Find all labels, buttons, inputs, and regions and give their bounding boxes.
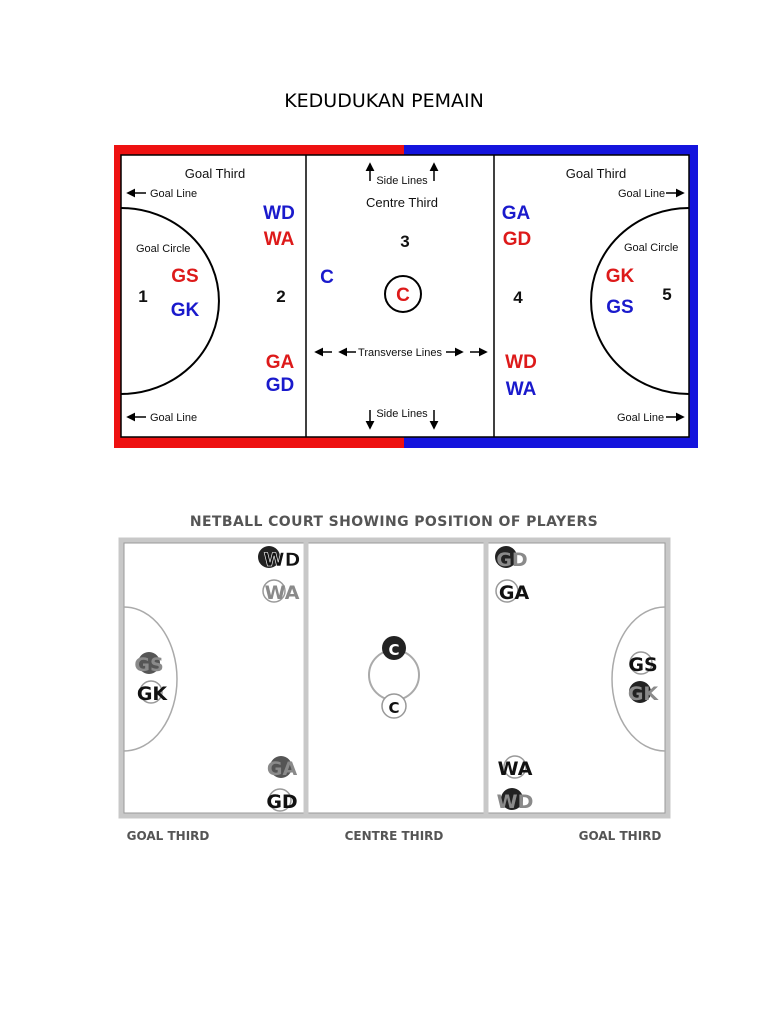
token-wd-right xyxy=(501,788,523,810)
court2-tokens xyxy=(138,546,653,812)
court2-player-gk-right: GK xyxy=(628,683,660,705)
side-lines-bottom-label: Side Lines xyxy=(376,408,428,420)
court2-player-c-bottom: C xyxy=(388,699,399,717)
goal-circle-left-label: Goal Circle xyxy=(136,243,190,255)
player-c-left: C xyxy=(320,267,334,288)
court-surface xyxy=(120,154,690,438)
token-wa-left xyxy=(262,579,286,603)
court-colored: Goal Third Goal Third Centre Third Side … xyxy=(114,145,698,448)
player-ga-right: GA xyxy=(502,203,531,224)
token-ga-left xyxy=(270,756,292,778)
court2-player-gd-left: GD xyxy=(266,791,297,813)
court2-frame xyxy=(118,537,671,819)
goal-circle-left xyxy=(120,207,220,395)
court2-player-c-top: C xyxy=(388,641,399,659)
footer-goal-third-left: GOAL THIRD xyxy=(127,829,210,843)
goal-line-top-left-label: Goal Line xyxy=(150,188,197,200)
zone-1: 1 xyxy=(138,287,147,306)
player-gs-right: GS xyxy=(606,297,633,318)
court2-goal-circle-right xyxy=(611,606,666,752)
footer-centre-third: CENTRE THIRD xyxy=(345,829,444,843)
token-gd-left xyxy=(268,788,292,812)
player-gs-left: GS xyxy=(171,266,198,287)
token-gs-right xyxy=(629,651,653,675)
court2-player-wa-right: WA xyxy=(498,758,533,780)
player-ga-left: GA xyxy=(266,352,295,373)
court2-player-gd-right: GD xyxy=(496,549,527,571)
token-gk-left xyxy=(139,680,163,704)
player-gd-left: GD xyxy=(266,375,295,396)
token-gs-left xyxy=(138,652,160,674)
token-c-bottom xyxy=(381,693,407,719)
court2-player-wa-left: WA xyxy=(265,582,300,604)
goal-circle-right xyxy=(590,207,690,395)
court2-player-ga-left: GA xyxy=(267,758,298,780)
court2-goal-circle-left xyxy=(123,606,178,752)
goal-third-left-label: Goal Third xyxy=(185,166,245,181)
token-gk-right xyxy=(629,681,651,703)
player-wa-right: WA xyxy=(506,379,537,400)
page-title: KEDUDUKAN PEMAIN xyxy=(284,90,484,112)
token-gd-right xyxy=(495,546,517,568)
player-gk-left: GK xyxy=(171,300,200,321)
court-grey: NETBALL COURT SHOWING POSITION OF PLAYER… xyxy=(118,514,671,843)
goal-line-top-right-label: Goal Line xyxy=(618,188,665,200)
court2-player-wd-left: WD xyxy=(264,549,301,571)
token-ga-right xyxy=(495,579,519,603)
court2-player-gs-left: GS xyxy=(134,654,163,676)
player-gk-right: GK xyxy=(606,266,635,287)
goal-circle-right-label: Goal Circle xyxy=(624,242,678,254)
token-wa-right xyxy=(503,755,527,779)
goal-line-bottom-right-label: Goal Line xyxy=(617,412,664,424)
court2-player-ga-right: GA xyxy=(499,582,530,604)
player-gd-right: GD xyxy=(503,229,532,250)
centre-third-label: Centre Third xyxy=(366,195,438,210)
court2-player-wd-right: WD xyxy=(497,791,534,813)
court2-player-gs-right: GS xyxy=(628,654,657,676)
zone-4: 4 xyxy=(513,288,523,307)
court-arrows xyxy=(126,162,685,430)
token-wd-left xyxy=(258,546,280,568)
centre-circle xyxy=(384,275,422,313)
player-wd-left: WD xyxy=(263,203,295,224)
zone-2: 2 xyxy=(276,287,285,306)
court2-inner xyxy=(123,542,666,814)
player-wa-left: WA xyxy=(264,229,295,250)
court2-title: NETBALL COURT SHOWING POSITION OF PLAYER… xyxy=(190,514,598,530)
zone-3: 3 xyxy=(400,232,409,251)
footer-goal-third-right: GOAL THIRD xyxy=(579,829,662,843)
side-lines-top-label: Side Lines xyxy=(376,175,428,187)
token-c-top xyxy=(382,636,406,660)
player-c-centre: C xyxy=(396,285,410,306)
court2-player-gk-left: GK xyxy=(137,683,169,705)
goal-line-bottom-left-label: Goal Line xyxy=(150,412,197,424)
transverse-lines-label: Transverse Lines xyxy=(358,347,442,359)
goal-third-right-label: Goal Third xyxy=(566,166,626,181)
zone-5: 5 xyxy=(662,285,671,304)
player-wd-right: WD xyxy=(505,352,537,373)
